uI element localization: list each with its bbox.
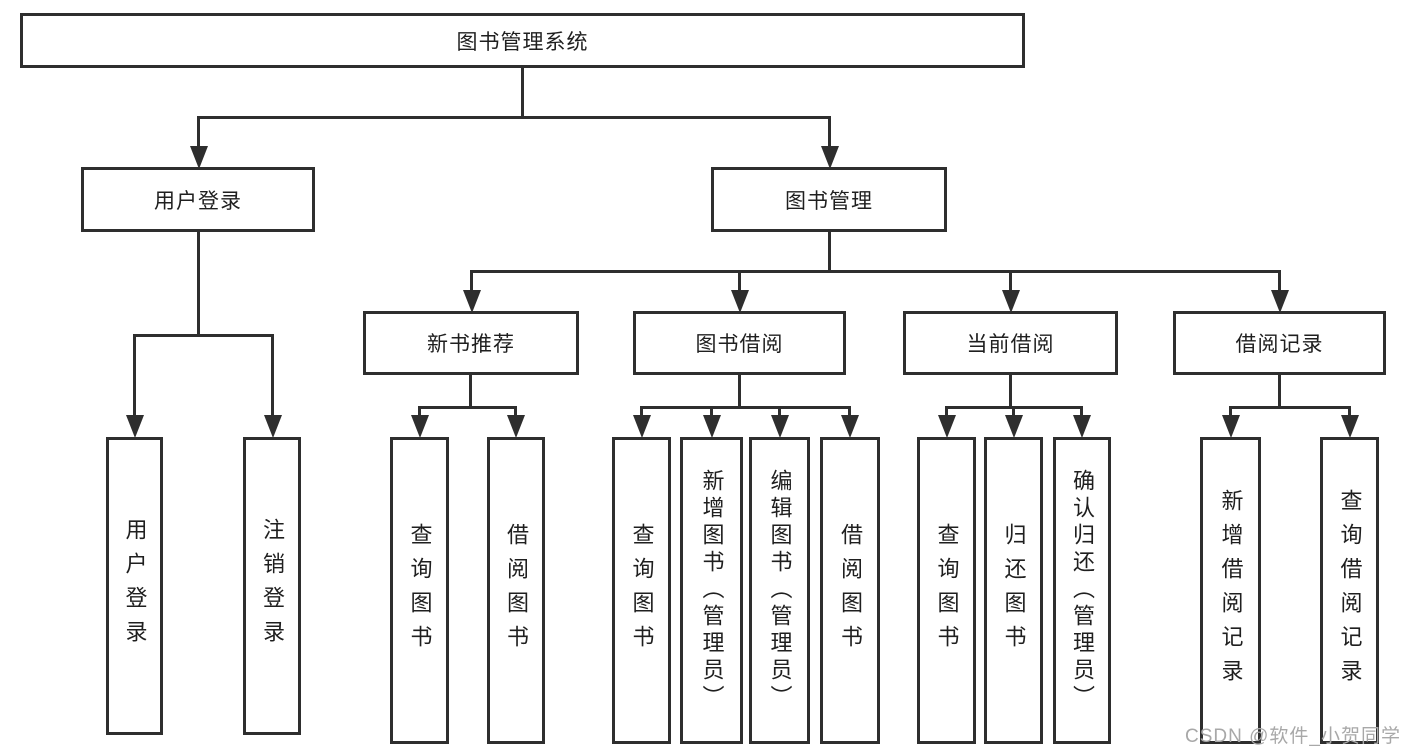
node-book-management: 图书管理 — [711, 167, 947, 232]
connector-line — [133, 334, 274, 337]
arrowhead-down-icon — [770, 415, 789, 438]
connector-line — [1080, 408, 1083, 416]
connector-line — [470, 270, 1281, 273]
arrowhead-down-icon — [1340, 415, 1359, 438]
connector-line — [197, 118, 200, 148]
arrowhead-down-icon — [1072, 415, 1091, 438]
leaf-edit-book-admin: 编辑图书（管理员） — [749, 437, 810, 744]
connector-line — [197, 232, 200, 336]
arrowhead-down-icon — [506, 415, 525, 438]
connector-line — [828, 232, 831, 272]
node-library-management-system: 图书管理系统 — [20, 13, 1025, 68]
arrowhead-down-icon — [1270, 290, 1289, 313]
arrowhead-down-icon — [263, 415, 282, 438]
leaf-query-books-borrowing: 查询图书 — [612, 437, 671, 744]
connector-line — [521, 68, 524, 118]
arrowhead-down-icon — [1221, 415, 1240, 438]
node-book-borrowing: 图书借阅 — [633, 311, 846, 375]
watermark: CSDN @软件_小贺同学 — [1185, 726, 1401, 747]
connector-line — [738, 374, 741, 407]
arrowhead-down-icon — [189, 146, 208, 169]
node-new-book-recommendation: 新书推荐 — [363, 311, 579, 375]
leaf-borrow-books-borrowing: 借阅图书 — [820, 437, 880, 744]
leaf-add-book-admin: 新增图书（管理员） — [680, 437, 743, 744]
connector-line — [271, 336, 274, 416]
arrowhead-down-icon — [125, 415, 144, 438]
arrowhead-down-icon — [410, 415, 429, 438]
leaf-query-books-current: 查询图书 — [917, 437, 976, 744]
leaf-return-books: 归还图书 — [984, 437, 1043, 744]
arrowhead-down-icon — [730, 290, 749, 313]
leaf-borrow-books-recommend: 借阅图书 — [487, 437, 545, 744]
arrowhead-down-icon — [937, 415, 956, 438]
connector-line — [1012, 408, 1015, 416]
connector-line — [1278, 272, 1281, 290]
node-user-login: 用户登录 — [81, 167, 315, 232]
leaf-logout: 注销登录 — [243, 437, 301, 735]
leaf-add-borrow-record: 新增借阅记录 — [1200, 437, 1261, 744]
connector-line — [640, 406, 851, 409]
arrowhead-down-icon — [702, 415, 721, 438]
arrowhead-down-icon — [1004, 415, 1023, 438]
connector-line — [738, 272, 741, 290]
connector-line — [470, 272, 473, 290]
connector-line — [945, 406, 1083, 409]
leaf-confirm-return-admin: 确认归还（管理员） — [1053, 437, 1111, 744]
connector-line — [1009, 272, 1012, 290]
arrowhead-down-icon — [820, 146, 839, 169]
connector-line — [469, 374, 472, 407]
connector-line — [1229, 406, 1351, 409]
arrowhead-down-icon — [462, 290, 481, 313]
connector-line — [418, 406, 517, 409]
node-current-borrowing: 当前借阅 — [903, 311, 1118, 375]
connector-line — [1009, 374, 1012, 407]
connector-line — [1278, 374, 1281, 407]
connector-line — [1229, 408, 1232, 416]
connector-line — [133, 336, 136, 416]
connector-line — [828, 118, 831, 148]
arrowhead-down-icon — [632, 415, 651, 438]
connector-line — [710, 408, 713, 416]
connector-line — [640, 408, 643, 416]
arrowhead-down-icon — [1001, 290, 1020, 313]
leaf-query-books-recommend: 查询图书 — [390, 437, 449, 744]
arrowhead-down-icon — [840, 415, 859, 438]
connector-line — [945, 408, 948, 416]
connector-line — [848, 408, 851, 416]
connector-line — [197, 116, 831, 119]
connector-line — [778, 408, 781, 416]
connector-line — [418, 408, 421, 416]
node-borrowing-records: 借阅记录 — [1173, 311, 1386, 375]
connector-line — [1348, 408, 1351, 416]
leaf-user-login: 用户登录 — [106, 437, 163, 735]
connector-line — [514, 408, 517, 416]
leaf-query-borrow-record: 查询借阅记录 — [1320, 437, 1379, 744]
